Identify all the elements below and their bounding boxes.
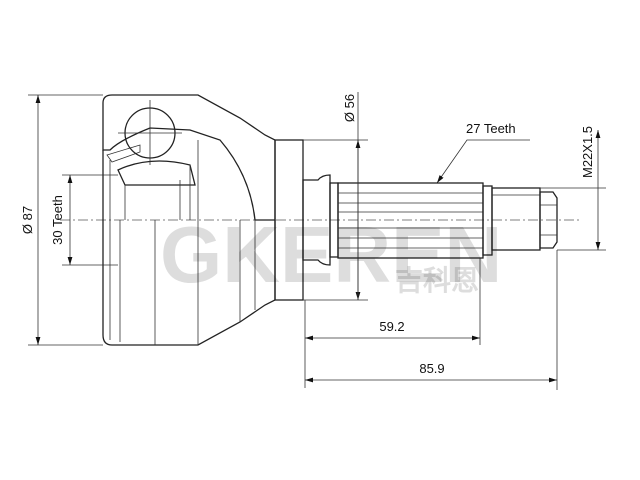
shaft <box>274 139 558 301</box>
watermark-chinese: 吉科恩 <box>395 265 479 296</box>
outer-housing <box>102 94 276 346</box>
thread-label: M22X1.5 <box>580 126 595 178</box>
outer-diameter-label: Ø 87 <box>20 206 35 234</box>
dimensions: Ø 87 30 Teeth Ø 56 27 Teeth M22X1.5 59.2… <box>20 92 606 390</box>
watermark-latin: GKEREN <box>160 210 502 299</box>
inner-teeth-label: 30 Teeth <box>50 195 65 245</box>
nut <box>539 191 558 249</box>
total-length-label: 85.9 <box>419 361 444 376</box>
flange-diameter-label: Ø 56 <box>342 94 357 122</box>
outer-teeth-label: 27 Teeth <box>466 121 516 136</box>
spline-length-label: 59.2 <box>379 319 404 334</box>
